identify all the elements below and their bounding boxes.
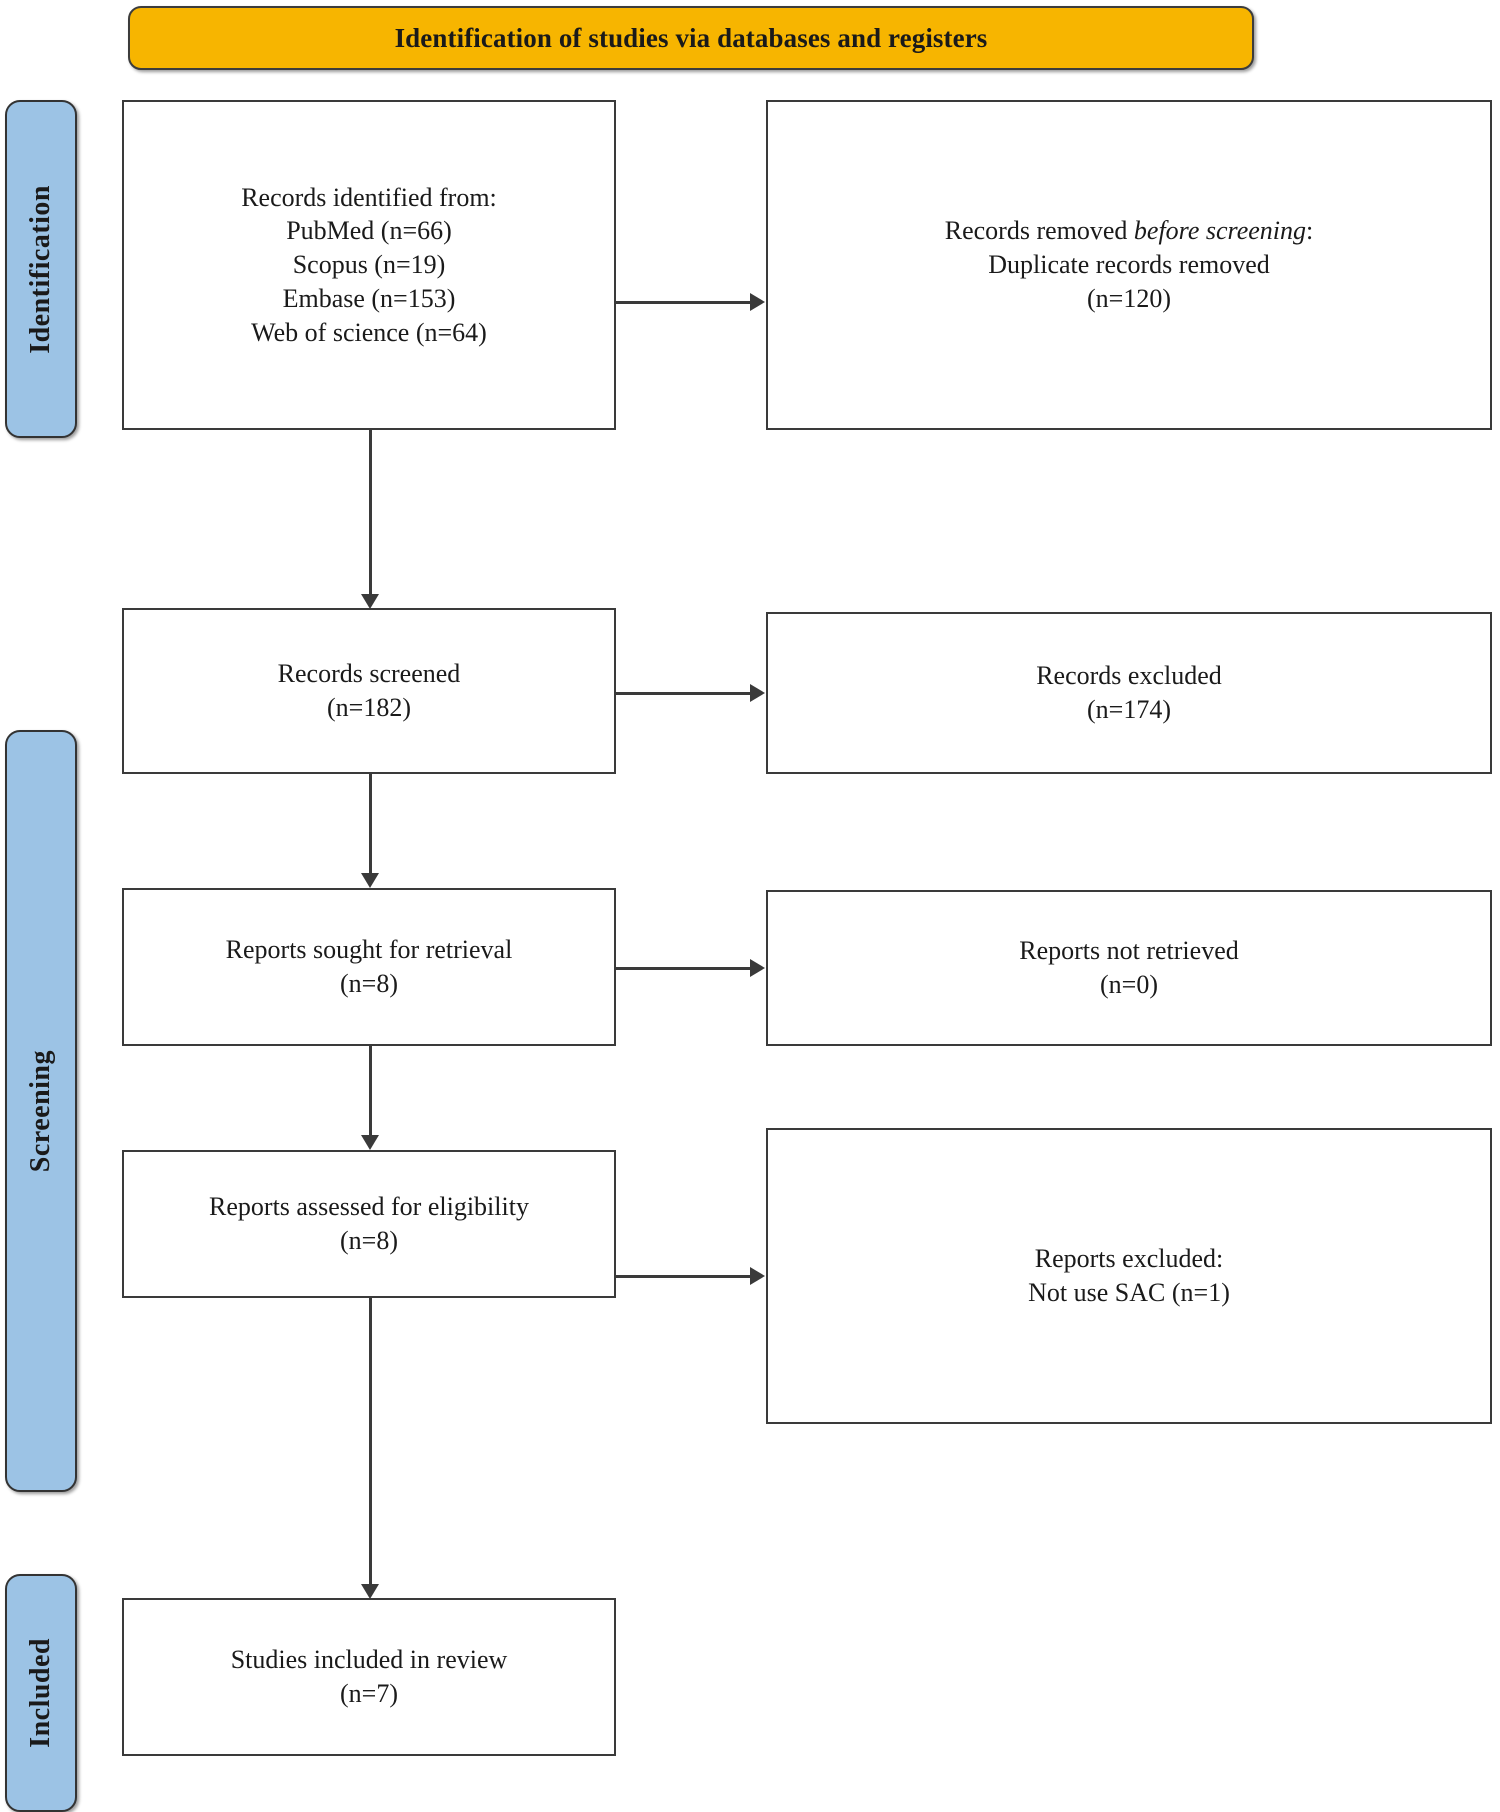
box-reports-assessed: Reports assessed for eligibility (n=8) [122, 1150, 616, 1298]
box-records-excluded-text: Records excluded (n=174) [1036, 659, 1222, 727]
arrowhead-down-icon [361, 1135, 379, 1150]
records-identified-line-3: Scopus (n=19) [292, 250, 446, 280]
records-removed-line-1: Records removed before screening: [945, 214, 1313, 248]
stage-label-screening-text: Screening [25, 1049, 56, 1173]
connector-assessed-to-reports-excluded [616, 1275, 752, 1278]
records-excluded-line-1: Records excluded [1036, 661, 1222, 691]
stage-label-screening: Screening [5, 730, 77, 1492]
diagram-header-banner: Identification of studies via databases … [128, 6, 1254, 70]
arrowhead-down-icon [361, 1584, 379, 1599]
stage-label-included-text: Included [25, 1638, 56, 1748]
reports-sought-line-1: Reports sought for retrieval [225, 935, 513, 965]
connector-identified-to-screened [369, 430, 372, 595]
box-records-removed-text: Records removed before screening: Duplic… [945, 214, 1313, 315]
arrowhead-down-icon [361, 873, 379, 888]
box-reports-not-retrieved: Reports not retrieved (n=0) [766, 890, 1492, 1046]
records-screened-line-1: Records screened [277, 659, 461, 689]
arrowhead-right-icon [750, 1267, 765, 1285]
records-excluded-line-2: (n=174) [1087, 695, 1171, 724]
box-records-removed: Records removed before screening: Duplic… [766, 100, 1492, 430]
connector-sought-to-not-retrieved [616, 967, 752, 970]
stage-label-identification: Identification [5, 100, 77, 438]
connector-sought-to-assessed [369, 1046, 372, 1136]
stage-label-identification-text: Identification [25, 184, 56, 354]
records-screened-line-2: (n=182) [327, 693, 411, 722]
reports-not-retrieved-line-2: (n=0) [1100, 970, 1158, 999]
connector-assessed-to-included [369, 1298, 372, 1585]
reports-excluded-line-2: Not use SAC (n=1) [1028, 1278, 1230, 1307]
reports-excluded-line-1: Reports excluded: [1034, 1244, 1224, 1274]
reports-assessed-line-1: Reports assessed for eligibility [209, 1192, 529, 1222]
box-reports-not-retrieved-text: Reports not retrieved (n=0) [1019, 934, 1239, 1002]
box-reports-sought: Reports sought for retrieval (n=8) [122, 888, 616, 1046]
connector-identified-to-removed [616, 301, 752, 304]
box-studies-included-text: Studies included in review (n=7) [231, 1643, 508, 1711]
box-records-identified-text: Records identified from: PubMed (n=66) S… [241, 181, 497, 350]
records-removed-prefix: Records removed [944, 216, 1134, 246]
studies-included-line-1: Studies included in review [230, 1645, 508, 1675]
records-removed-line-2: Duplicate records removed [988, 250, 1270, 280]
box-records-excluded: Records excluded (n=174) [766, 612, 1492, 774]
reports-assessed-line-2: (n=8) [340, 1226, 398, 1255]
connector-screened-to-sought [369, 774, 372, 874]
box-reports-excluded-text: Reports excluded: Not use SAC (n=1) [1028, 1242, 1230, 1310]
reports-not-retrieved-line-1: Reports not retrieved [1019, 936, 1239, 966]
box-studies-included: Studies included in review (n=7) [122, 1598, 616, 1756]
records-removed-italic: before screening [1133, 216, 1306, 246]
banner-title: Identification of studies via databases … [394, 22, 988, 53]
box-records-identified: Records identified from: PubMed (n=66) S… [122, 100, 616, 430]
studies-included-line-2: (n=7) [340, 1679, 398, 1708]
reports-sought-line-2: (n=8) [340, 969, 398, 998]
connector-screened-to-excluded [616, 692, 752, 695]
records-identified-line-4: Embase (n=153) [282, 283, 456, 313]
box-reports-assessed-text: Reports assessed for eligibility (n=8) [209, 1190, 529, 1258]
box-reports-excluded: Reports excluded: Not use SAC (n=1) [766, 1128, 1492, 1424]
arrowhead-down-icon [361, 594, 379, 609]
box-records-screened: Records screened (n=182) [122, 608, 616, 774]
stage-label-included: Included [5, 1574, 77, 1812]
arrowhead-right-icon [750, 959, 765, 977]
box-records-screened-text: Records screened (n=182) [278, 657, 461, 725]
box-reports-sought-text: Reports sought for retrieval (n=8) [226, 933, 513, 1001]
records-removed-line-3: (n=120) [1087, 283, 1171, 313]
arrowhead-right-icon [750, 684, 765, 702]
records-identified-line-5: Web of science (n=64) [251, 317, 487, 347]
records-removed-suffix: : [1306, 216, 1314, 246]
records-identified-line-2: PubMed (n=66) [286, 216, 452, 246]
records-identified-line-1: Records identified from: [241, 182, 497, 212]
arrowhead-right-icon [750, 293, 765, 311]
